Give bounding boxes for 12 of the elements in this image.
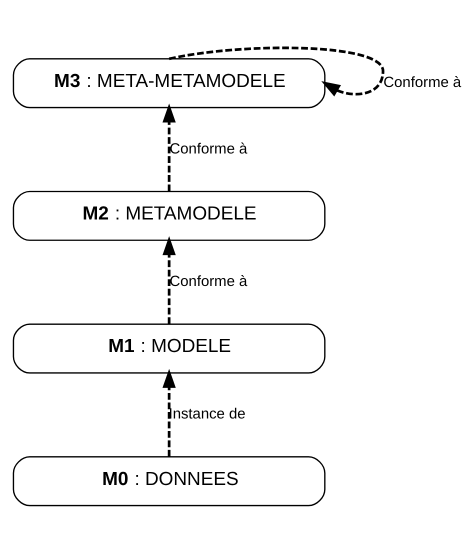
edge-label: Instance de	[168, 406, 246, 422]
node-box: M2 : METAMODELE	[12, 190, 326, 240]
arrow	[162, 102, 176, 191]
node-box: M1 : MODELE	[12, 323, 326, 374]
edge-label: Conforme à	[170, 274, 248, 290]
node-box: M0 : DONNEES	[12, 456, 326, 506]
edge-label: Conforme à	[170, 140, 248, 157]
edge-label: Conforme à	[383, 74, 462, 90]
arrow	[162, 368, 176, 456]
arrow	[168, 46, 384, 96]
node-box: M3 : META-METAMODELE	[12, 58, 326, 108]
arrow	[162, 236, 176, 324]
